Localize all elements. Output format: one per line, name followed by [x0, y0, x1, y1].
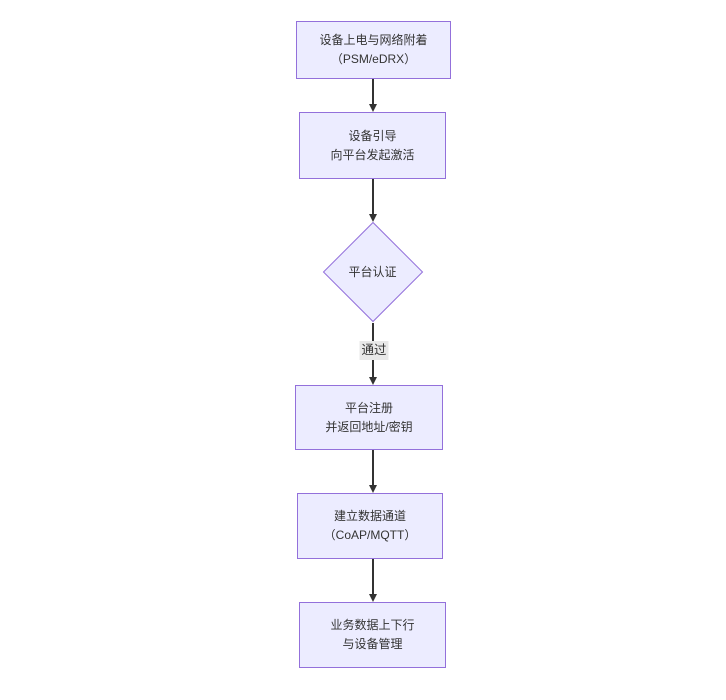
node-data-channel-line1: 建立数据通道: [333, 509, 406, 523]
edge-line: [372, 559, 374, 594]
node-bootstrap-line2: 向平台发起激活: [330, 147, 415, 162]
node-bootstrap: 设备引导 向平台发起激活: [299, 112, 446, 179]
node-register-line1: 平台注册: [344, 400, 393, 415]
node-register-line2: 并返回地址/密钥: [325, 419, 413, 434]
edge-register-to-channel: [368, 450, 377, 493]
edge-line: [372, 450, 374, 485]
edge-label-pass: 通过: [359, 341, 389, 360]
edge-line: [372, 79, 374, 104]
arrowhead-down-icon: [368, 594, 377, 602]
arrowhead-down-icon: [368, 214, 377, 222]
arrowhead-down-icon: [368, 377, 377, 385]
node-data-channel: 建立数据通道 （CoAP/MQTT）: [297, 493, 443, 559]
edge-channel-to-business: [368, 559, 377, 602]
node-business: 业务数据上下行 与设备管理: [299, 602, 446, 668]
node-power-attach: 设备上电与网络附着 （PSM/eDRX）: [296, 21, 451, 79]
node-bootstrap-line1: 设备引导: [348, 128, 397, 143]
node-auth-decision: 平台认证: [322, 221, 423, 322]
edge-bootstrap-to-auth: [368, 179, 377, 222]
arrowhead-down-icon: [368, 485, 377, 493]
node-auth-decision-label: 平台认证: [348, 265, 397, 279]
node-power-attach-line2: （PSM/eDRX）: [330, 52, 417, 66]
node-business-line1: 业务数据上下行: [330, 618, 415, 632]
node-register: 平台注册 并返回地址/密钥: [295, 385, 443, 450]
edge-line: [372, 179, 374, 214]
node-data-channel-line2: （CoAP/MQTT）: [323, 528, 417, 542]
node-business-line2: 与设备管理: [342, 637, 403, 651]
node-power-attach-line1: 设备上电与网络附着: [319, 33, 428, 47]
arrowhead-down-icon: [368, 104, 377, 112]
edge-power-to-bootstrap: [368, 79, 377, 112]
